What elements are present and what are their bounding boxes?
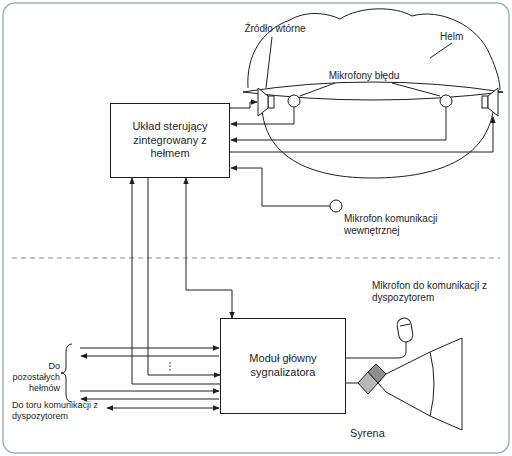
box-text: Moduł główny sygnalizatora xyxy=(227,352,339,380)
leader-line xyxy=(430,43,452,58)
main-module-box: Moduł główny sygnalizatora xyxy=(220,318,346,414)
part-label: Mikrofon do komunikacji z dyspozytorem xyxy=(372,280,500,304)
wire xyxy=(231,168,330,206)
control-box: Układ sterujący zintegrowany z hełmem xyxy=(110,103,230,178)
intercom-microphone xyxy=(330,200,342,212)
wire xyxy=(81,399,219,400)
speaker-left-cone xyxy=(258,88,268,116)
error-microphone xyxy=(288,95,300,107)
helmet-brim xyxy=(243,82,503,100)
wire xyxy=(346,383,358,384)
wire xyxy=(80,348,219,349)
speaker-right xyxy=(482,96,488,108)
bus-label: Do pozostałych hełmów xyxy=(6,361,60,393)
part-label: Mikrofony błędu xyxy=(316,70,412,82)
siren-horn-edge xyxy=(430,352,434,416)
leader-line xyxy=(300,83,335,96)
wire xyxy=(346,342,406,358)
connector xyxy=(148,178,220,375)
wire xyxy=(231,107,294,124)
connector xyxy=(132,178,220,384)
part-label: Źródło wtórne xyxy=(230,23,320,35)
wire xyxy=(230,102,257,108)
helmet-drawing xyxy=(243,9,503,178)
wire xyxy=(231,107,446,140)
wires xyxy=(230,37,493,212)
wire xyxy=(230,117,493,152)
bus-wires xyxy=(61,317,462,430)
speaker-left xyxy=(268,96,274,108)
leader-line xyxy=(392,83,440,96)
frame xyxy=(3,3,509,453)
box-text: Układ sterujący zintegrowany z hełmem xyxy=(117,120,223,161)
dispatcher-microphone xyxy=(396,317,414,343)
leader-line xyxy=(266,37,272,88)
bus-label: Do toru komunikacji z dyspozytorem xyxy=(12,400,104,422)
part-label: Helm xyxy=(440,31,484,43)
error-microphone xyxy=(440,95,452,107)
brace xyxy=(61,344,72,402)
text-group: Układ sterujący zintegrowany z hełmem xyxy=(117,120,223,161)
helmet-shell xyxy=(248,9,500,90)
part-label: Mikrofon komunikacji wewnętrznej xyxy=(344,213,466,237)
wire xyxy=(80,391,219,392)
ellipsis-dots xyxy=(170,362,171,372)
divider-line xyxy=(12,258,500,259)
connector xyxy=(186,178,232,318)
wire xyxy=(107,408,219,409)
wire xyxy=(81,356,219,357)
speaker-right-cone xyxy=(488,88,498,116)
text-group: Moduł główny sygnalizatora xyxy=(227,352,339,380)
dispatcher-microphone-grille xyxy=(400,324,410,326)
part-label: Syrena xyxy=(350,427,410,440)
siren-horn xyxy=(378,338,462,430)
helmet-head xyxy=(262,104,494,178)
